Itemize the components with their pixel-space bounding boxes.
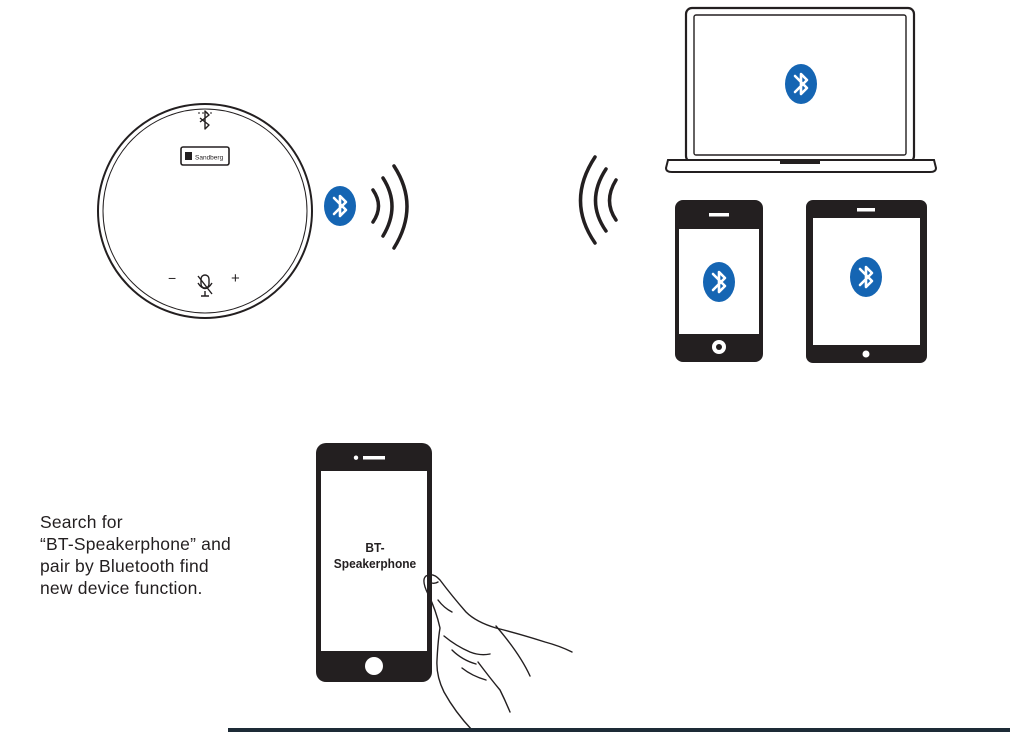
signal-waves-icon (371, 164, 409, 250)
hand-icon (423, 573, 573, 731)
bluetooth-icon (783, 62, 819, 106)
bluetooth-icon (701, 260, 737, 304)
brand-label: Sandberg (195, 155, 224, 162)
pairing-instruction: Search for “BT-Speakerphone” and pair by… (40, 511, 280, 599)
volume-up-button: + (231, 270, 240, 287)
volume-down-button: − (168, 270, 176, 286)
phone-screen-device-name[interactable]: BT- Speakerphone (326, 540, 424, 572)
bluetooth-icon (848, 255, 884, 299)
bottom-bar (228, 728, 1010, 732)
screen-label-line2: Speakerphone (333, 556, 417, 571)
instruction-line: pair by Bluetooth find (40, 556, 209, 576)
tablet (806, 200, 927, 363)
instruction-line: “BT-Speakerphone” and (40, 534, 231, 554)
speaker-bluetooth-symbol-icon (198, 110, 212, 130)
speakerphone: Sandberg − + (97, 103, 313, 319)
microphone-icon (197, 274, 213, 297)
instruction-line: new device function. (40, 578, 203, 598)
signal-waves-icon (578, 155, 618, 245)
smartphone (675, 200, 763, 362)
laptop (664, 6, 938, 173)
bluetooth-icon (322, 184, 358, 228)
screen-label-line1: BT- (365, 540, 385, 555)
instruction-line: Search for (40, 512, 123, 532)
brand-badge (180, 146, 230, 166)
phone-with-pairing-screen (316, 443, 432, 682)
